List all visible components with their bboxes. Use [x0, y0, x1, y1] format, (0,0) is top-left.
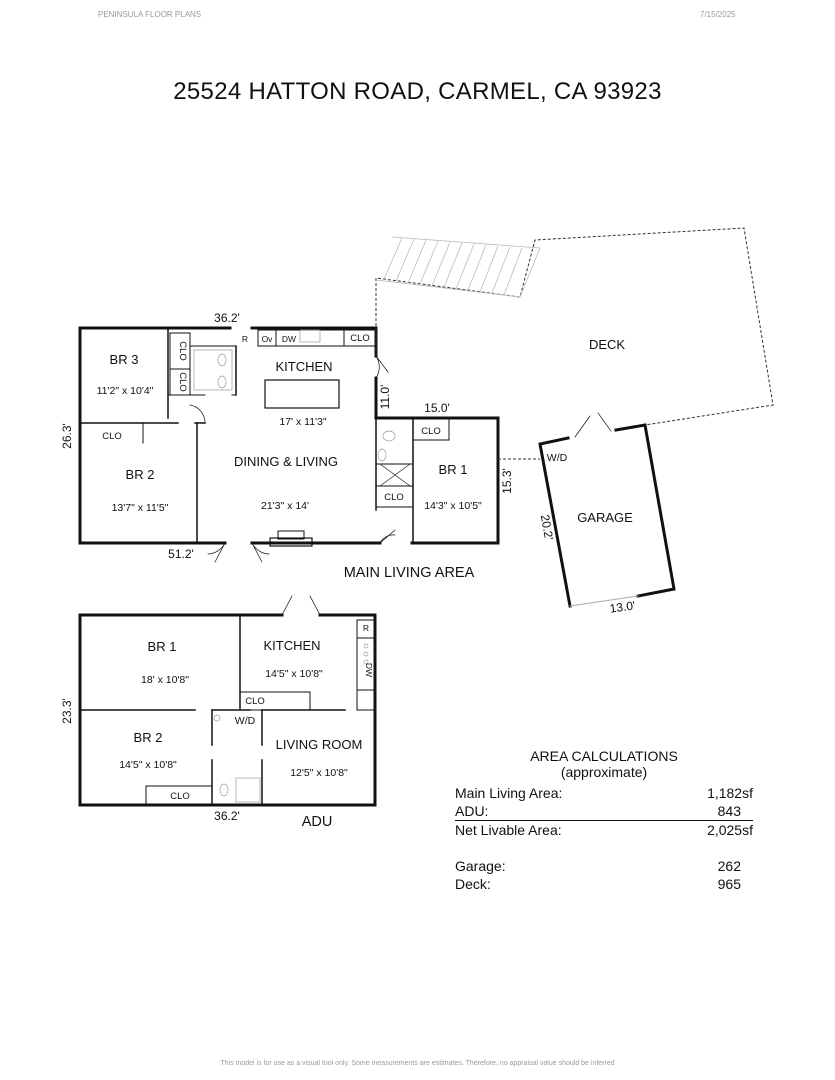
br2-size: 13'7" x 11'5" [112, 502, 169, 514]
area-label: Main Living Area: [455, 785, 563, 801]
brand-header: PENINSULA FLOOR PLANS [98, 10, 202, 19]
disclaimer-footer: This model is for use as a visual tool o… [220, 1060, 615, 1067]
deck-stairs [375, 236, 541, 298]
area-value: 1,182sf [707, 785, 753, 801]
br1-closet: CLO [421, 426, 441, 437]
main-bottom-dim: 51.2' [168, 547, 194, 561]
adu-kitchen-name: KITCHEN [263, 638, 320, 653]
adu-section-label: ADU [302, 814, 333, 830]
area-label: Garage: [455, 858, 506, 874]
br3-name: BR 3 [110, 352, 139, 367]
main-fixtures [193, 329, 396, 462]
br2-name: BR 2 [126, 467, 155, 482]
br3-closet-2: CLO [177, 372, 188, 392]
area-row: Garage: 262 [455, 857, 753, 875]
garage-side-dim: 20.2' [538, 513, 556, 541]
adu-br2-size: 14'5" x 10'8" [119, 759, 177, 771]
garage-wd-label: W/D [547, 452, 568, 464]
adu-living-size: 12'5" x 10'8" [290, 767, 348, 779]
area-label: Deck: [455, 876, 491, 892]
kitchen-closet: CLO [350, 333, 370, 344]
br3-closet-1: CLO [177, 341, 188, 361]
br1-top-dim: 15.0' [424, 401, 450, 415]
area-row: Deck: 965 [455, 875, 753, 893]
area-row: ADU: 843 [455, 802, 753, 821]
garage-name: GARAGE [577, 510, 633, 525]
br1-side-dim: 15.3' [500, 468, 514, 494]
adu-br2-name: BR 2 [134, 730, 163, 745]
area-value: 262 [717, 858, 741, 874]
kitchen-name: KITCHEN [275, 359, 332, 374]
dining-name: DINING & LIVING [234, 454, 338, 469]
adu-bottom-dim: 36.2' [214, 809, 240, 823]
deck-name: DECK [589, 337, 625, 352]
adu-br1-name: BR 1 [148, 639, 177, 654]
deck-outline [375, 227, 774, 426]
kitchen-size: 17' x 11'3" [279, 416, 327, 428]
br1-name: BR 1 [439, 462, 468, 477]
br1-size: 14'3" x 10'5" [424, 500, 482, 512]
adu-living-name: LIVING ROOM [276, 737, 363, 752]
main-top-dim: 36.2' [214, 311, 240, 325]
oven-label: Ov [262, 334, 274, 344]
main-br1-outer-wall [374, 411, 500, 545]
adu-wd-label: W/D [235, 715, 256, 727]
kitchen-island [264, 379, 340, 409]
area-value: 965 [717, 876, 741, 892]
adu-kitchen-closet: CLO [245, 696, 265, 707]
adu-dishwasher-label: DW [364, 663, 374, 677]
main-walls [78, 326, 500, 563]
dishwasher-label: DW [282, 334, 296, 344]
hall-closet: CLO [384, 492, 404, 503]
page-title: 25524 HATTON ROAD, CARMEL, CA 93923 [173, 78, 662, 105]
area-value: 843 [717, 803, 741, 819]
dining-size: 21'3" x 14' [261, 500, 309, 512]
area-row: Main Living Area: 1,182sf [455, 784, 753, 802]
adu-outer-wall [78, 613, 377, 807]
adu-br1-size: 18' x 10'8" [141, 674, 189, 686]
area-label: ADU: [455, 803, 489, 819]
kitchen-step-dim: 11.0' [378, 385, 392, 410]
br3-size: 11'2" x 10'4" [97, 385, 154, 397]
area-subtitle: (approximate) [560, 764, 648, 780]
area-value: 2,025sf [707, 822, 753, 838]
garage-walls [538, 412, 676, 608]
refrigerator-label: R [242, 334, 248, 344]
area-row: Net Livable Area: 2,025sf [455, 821, 753, 839]
main-outer-wall [78, 326, 232, 545]
adu-refrigerator-label: R [363, 623, 369, 633]
adu-left-dim: 23.3' [60, 698, 74, 724]
main-left-dim: 26.3' [60, 423, 74, 449]
area-calculations: AREA CALCULATIONS (approximate) Main Liv… [455, 748, 753, 893]
adu-kitchen-size: 14'5" x 10'8" [265, 668, 323, 680]
date-header: 7/15/2025 [700, 10, 736, 19]
main-section-label: MAIN LIVING AREA [344, 565, 475, 581]
adu-fixtures [213, 643, 369, 803]
adu-br2-closet: CLO [170, 791, 190, 802]
adu-walls [78, 595, 377, 807]
garage-bottom-dim: 13.0' [609, 598, 636, 615]
area-title: AREA CALCULATIONS [530, 748, 678, 764]
area-label: Net Livable Area: [455, 822, 562, 838]
br2-closet: CLO [102, 431, 122, 442]
